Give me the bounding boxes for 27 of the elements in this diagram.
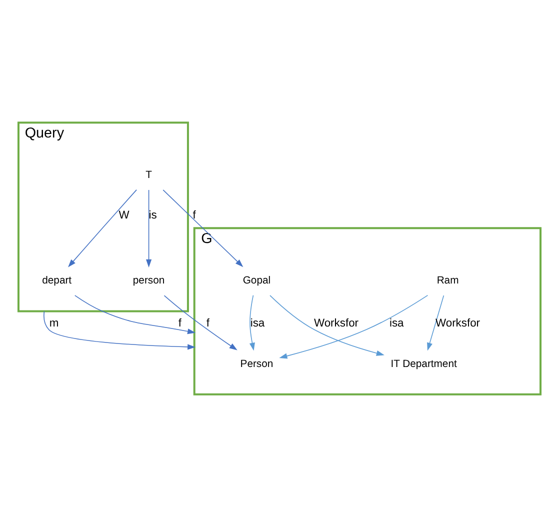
edge-label: f: [206, 317, 210, 330]
node-text: Person: [240, 358, 274, 370]
arrow: [270, 294, 384, 356]
edge-label: m: [49, 317, 59, 330]
arrow: [249, 294, 255, 350]
arrow: [164, 294, 238, 350]
arrow: [162, 189, 244, 267]
node-text: depart: [42, 275, 72, 286]
edge-label: isa: [250, 317, 265, 330]
arrow: [427, 294, 444, 350]
node-text: Gopal: [242, 275, 271, 286]
node-text: IT Department: [390, 358, 457, 370]
arrow: [68, 188, 137, 267]
edge-label: Worksfor: [314, 317, 359, 330]
node-text: Ram: [436, 275, 459, 286]
arrow: [74, 294, 196, 334]
edge-label: f: [192, 209, 196, 222]
edge-label: isa: [389, 317, 404, 330]
arrow: [279, 294, 428, 358]
edge-label: Worksfor: [435, 317, 480, 330]
edge-label: W: [118, 209, 130, 222]
node-text: T: [146, 170, 152, 181]
arrow: [146, 189, 152, 267]
node-text: person: [132, 275, 165, 286]
arrow: [44, 310, 196, 350]
edge-label: f: [178, 317, 182, 330]
edge-label: is: [148, 209, 157, 222]
